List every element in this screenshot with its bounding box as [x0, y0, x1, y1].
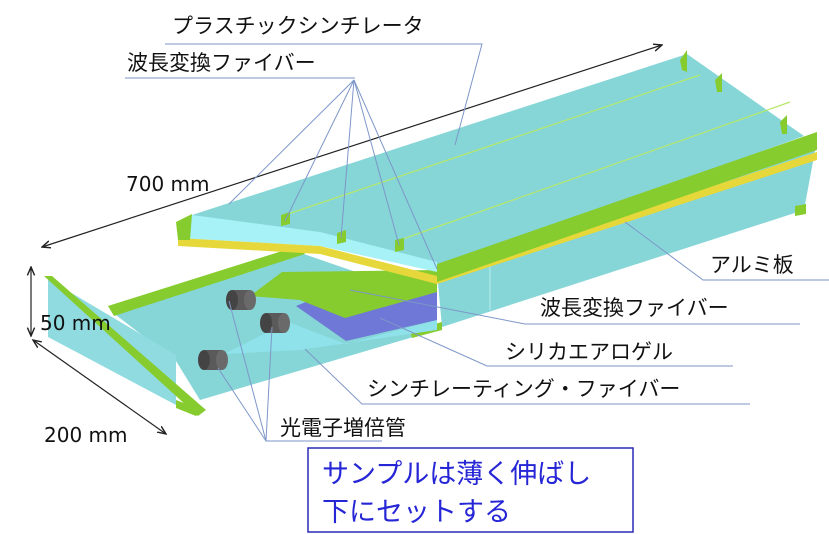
- note-line-1: サンプルは薄く伸ばし: [322, 459, 591, 490]
- box-right-foot: [795, 204, 806, 216]
- back-rail-1: [680, 50, 687, 72]
- length-arrow: [42, 45, 662, 247]
- back-rail-3: [780, 115, 787, 134]
- label-pmt: 光電子増倍管: [280, 416, 406, 440]
- pmt-2: [260, 313, 290, 333]
- label-wls-fiber-mid: 波長変換ファイバー: [540, 296, 729, 320]
- dimension-length: 700 mm: [126, 172, 210, 196]
- pmt-3: [198, 350, 228, 370]
- label-silica-aerogel: シリカエアロゲル: [505, 340, 673, 364]
- dimension-height: 50 mm: [40, 311, 111, 335]
- label-scintillating-fiber: シンチレーティング・ファイバー: [367, 377, 680, 401]
- aluminum-left-rail: [176, 214, 192, 240]
- note-box: [307, 447, 634, 533]
- yellow-layer: [178, 152, 817, 284]
- note-line-2: 下にセットする: [322, 497, 511, 528]
- label-wls-fiber-top: 波長変換ファイバー: [127, 51, 316, 75]
- wls-fiber-green-wedge: [250, 270, 437, 318]
- lower-plate-rail: [108, 246, 305, 316]
- label-aluminum-plate: アルミ板: [710, 253, 794, 277]
- back-rail-2: [715, 73, 722, 92]
- dimension-width: 200 mm: [44, 423, 128, 447]
- pmt-1: [226, 290, 256, 310]
- fiber-tip-3: [395, 238, 404, 252]
- label-plastic-scintillator: プラスチックシンチレータ: [172, 14, 424, 38]
- width-arrow: [33, 340, 166, 434]
- lower-plate-foot: [176, 400, 202, 416]
